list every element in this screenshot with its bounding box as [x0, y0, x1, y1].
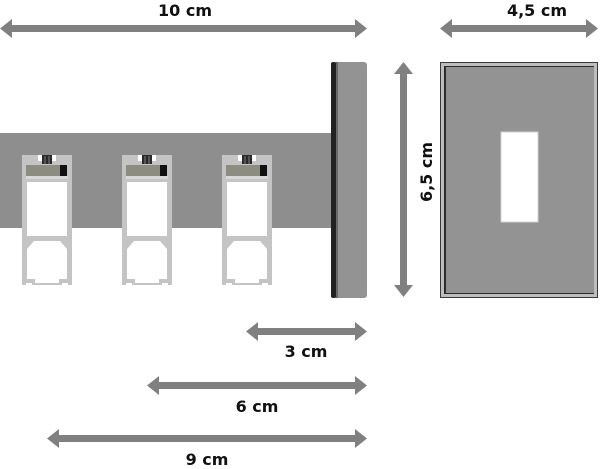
rail-profile-2 — [122, 155, 172, 287]
offset-arrow-6cm — [147, 376, 367, 395]
height-arrow-6-5cm — [394, 62, 413, 297]
offset-arrow-3cm — [246, 322, 367, 341]
wall-plate-front — [440, 62, 598, 298]
label-6cm: 6 cm — [235, 397, 279, 416]
width-arrow-4-5cm — [440, 19, 598, 38]
label-3cm: 3 cm — [284, 342, 328, 361]
wall-plate-side — [331, 62, 367, 298]
label-9cm: 9 cm — [185, 450, 229, 469]
label-6-5cm: 6,5 cm — [417, 141, 436, 203]
label-4-5cm: 4,5 cm — [506, 1, 568, 20]
label-10cm: 10 cm — [158, 1, 212, 20]
mounting-slot — [500, 131, 539, 223]
offset-arrow-9cm — [47, 429, 367, 448]
rail-profile-1 — [22, 155, 72, 287]
rail-profile-3 — [222, 155, 272, 287]
length-arrow-10cm — [0, 19, 367, 38]
